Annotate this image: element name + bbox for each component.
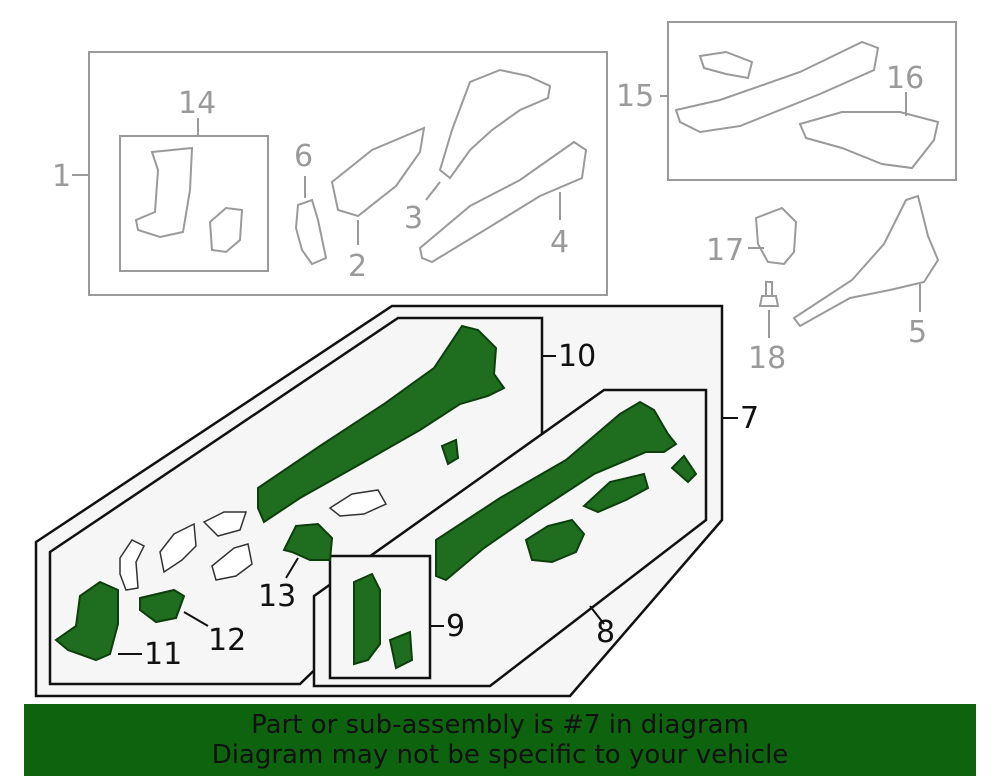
assembly-7-group: 7 10 8 9 13 11 12 [34,304,759,698]
part-12-bracket[interactable] [139,588,186,624]
part-2-bracket [330,126,426,218]
part-4-rail [418,140,588,264]
part-11-bracket[interactable] [54,580,119,662]
assembly-14-box [119,135,269,272]
callout-16: 16 [886,61,924,96]
part-5-rail [792,194,940,328]
info-banner: Part or sub-assembly is #7 in diagram Di… [24,704,976,776]
callout-11: 11 [144,637,182,672]
part-8-bracket-c[interactable] [524,518,586,564]
part-14-bracket-a [134,146,194,239]
callout-5: 5 [908,315,927,350]
leader-12 [183,611,209,627]
part-10-rail[interactable] [257,324,506,524]
leader-8 [589,605,605,625]
part-10-white-bracket-e [119,539,146,591]
banner-line-2: Diagram may not be specific to your vehi… [211,740,789,770]
callout-9: 9 [446,609,465,644]
assembly-1-group: 1 14 6 2 3 4 [52,51,608,296]
loose-parts: 17 18 5 [706,194,940,376]
part-13-bracket[interactable] [282,522,334,561]
part-10-small-bracket[interactable] [440,438,460,466]
part-10-white-bracket-a [328,489,388,517]
callout-17: 17 [706,233,744,268]
part-15-bracket [698,50,754,80]
part-8-bracket-a[interactable] [582,472,650,514]
part-10-white-bracket-d [211,543,253,581]
part-8-rail[interactable] [435,400,678,582]
part-8-bracket-b[interactable] [670,454,698,484]
part-6-plate [294,198,328,266]
callout-10: 10 [558,339,596,374]
callout-12: 12 [208,623,246,658]
callout-2: 2 [348,249,367,284]
callout-13: 13 [258,579,296,614]
part-15-rail [674,40,880,134]
part-10-white-bracket-b [202,511,248,537]
part-16-bracket [798,111,940,170]
part-9-bracket-b[interactable] [388,630,414,670]
part-14-bracket-b [208,206,244,254]
callout-3: 3 [404,201,423,236]
leader-13 [285,557,299,579]
callout-15: 15 [616,79,654,114]
banner-line-1: Part or sub-assembly is #7 in diagram [251,710,749,740]
callout-4: 4 [550,225,569,260]
callout-8: 8 [596,615,615,650]
part-18-bolt [758,281,780,307]
callout-14: 14 [178,86,216,121]
part-3-housing [438,68,552,180]
callout-7: 7 [740,401,759,436]
leader-3 [425,181,441,201]
callout-6: 6 [294,139,313,174]
callout-18: 18 [748,341,786,376]
part-10-white-bracket-c [159,522,197,574]
callout-1: 1 [52,159,71,194]
part-9-bracket-a[interactable] [353,572,381,666]
assembly-15-group: 15 16 [616,21,957,181]
part-17-bracket [754,206,798,266]
